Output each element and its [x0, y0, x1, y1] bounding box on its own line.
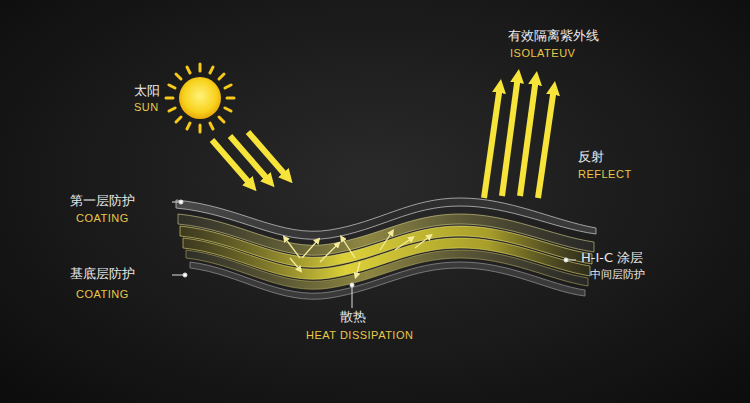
sun-label: 太阳	[134, 84, 160, 99]
heat-arrows	[285, 232, 430, 276]
coating-label: H-I-C 涂层	[581, 251, 643, 266]
sun-label-en: SUN	[134, 101, 159, 114]
layer-label: 第一层防护	[70, 194, 135, 209]
reflect-label-en: REFLECT	[578, 168, 632, 181]
reflect-arrows	[484, 76, 554, 198]
uv-label: 有效隔离紫外线	[508, 29, 599, 44]
heat-label-en: HEAT DISSIPATION	[306, 329, 413, 342]
layer-label-en: COATING	[76, 288, 129, 301]
sun-arrows	[212, 132, 288, 186]
sun-icon	[166, 64, 234, 132]
layer-stack	[176, 198, 596, 299]
layer-label-en: COATING	[76, 212, 129, 225]
layer-label: 基底层防护	[70, 267, 135, 282]
heat-label: 散热	[340, 310, 366, 325]
reflect-label: 反射	[578, 150, 604, 165]
coating-sub-label: 中间层防护	[590, 269, 645, 282]
leader-lines	[172, 200, 576, 308]
uv-label-en: ISOLATEUV	[510, 47, 575, 60]
